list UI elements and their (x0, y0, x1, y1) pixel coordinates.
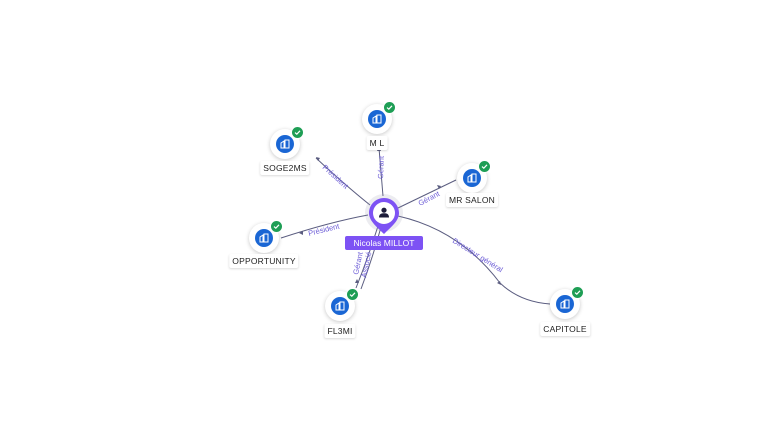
verified-check-icon (291, 126, 304, 139)
edge-opportunity (280, 214, 369, 239)
edge-capitole (397, 215, 551, 305)
verified-check-icon (383, 101, 396, 114)
building-icon (331, 297, 349, 315)
company-label-mr-salon[interactable]: MR SALON (446, 193, 498, 207)
person-node[interactable] (368, 197, 400, 235)
company-node-soge2ms[interactable] (270, 126, 304, 159)
company-label-fl3mi[interactable]: FL3MI (324, 324, 356, 338)
arrow-mr-salon (437, 185, 441, 189)
arrow-soge2ms (316, 157, 320, 161)
verified-check-icon (478, 160, 491, 173)
verified-check-icon (571, 286, 584, 299)
edge-label-soge2ms: Président (321, 163, 351, 192)
building-icon (368, 110, 386, 128)
edge-soge2ms (315, 157, 371, 206)
company-label-opportunity[interactable]: OPPORTUNITY (229, 254, 299, 268)
company-node-opportunity[interactable] (249, 220, 283, 253)
edge-label-mr-salon: Gérant (417, 189, 442, 208)
edge-fl3mi-b (360, 226, 382, 290)
edge-label-capitole: Directeur général (451, 236, 505, 274)
building-icon (276, 135, 294, 153)
company-node-mr-salon[interactable] (457, 160, 491, 193)
company-label-soge2ms[interactable]: SOGE2MS (260, 161, 310, 175)
person-name-label[interactable]: Nicolas MILLOT (345, 236, 423, 250)
company-label-capitole[interactable]: CAPITOLE (540, 322, 590, 336)
person-icon (379, 207, 389, 218)
edge-label-ml: Gérant (376, 155, 386, 179)
arrow-capitole (497, 281, 501, 285)
building-icon (556, 295, 574, 313)
company-node-capitole[interactable] (550, 286, 584, 319)
verified-check-icon (270, 220, 283, 233)
company-label-ml[interactable]: M L (366, 136, 388, 150)
building-icon (463, 169, 481, 187)
company-node-ml[interactable] (362, 101, 396, 134)
arrow-fl3mi (355, 279, 359, 283)
verified-check-icon (346, 288, 359, 301)
arrow-opportunity (299, 231, 303, 235)
edge-ml (378, 147, 384, 197)
edge-mr-salon (397, 179, 457, 209)
company-node-fl3mi[interactable] (325, 288, 359, 321)
edge-label-opportunity: Président (307, 221, 341, 238)
building-icon (255, 229, 273, 247)
